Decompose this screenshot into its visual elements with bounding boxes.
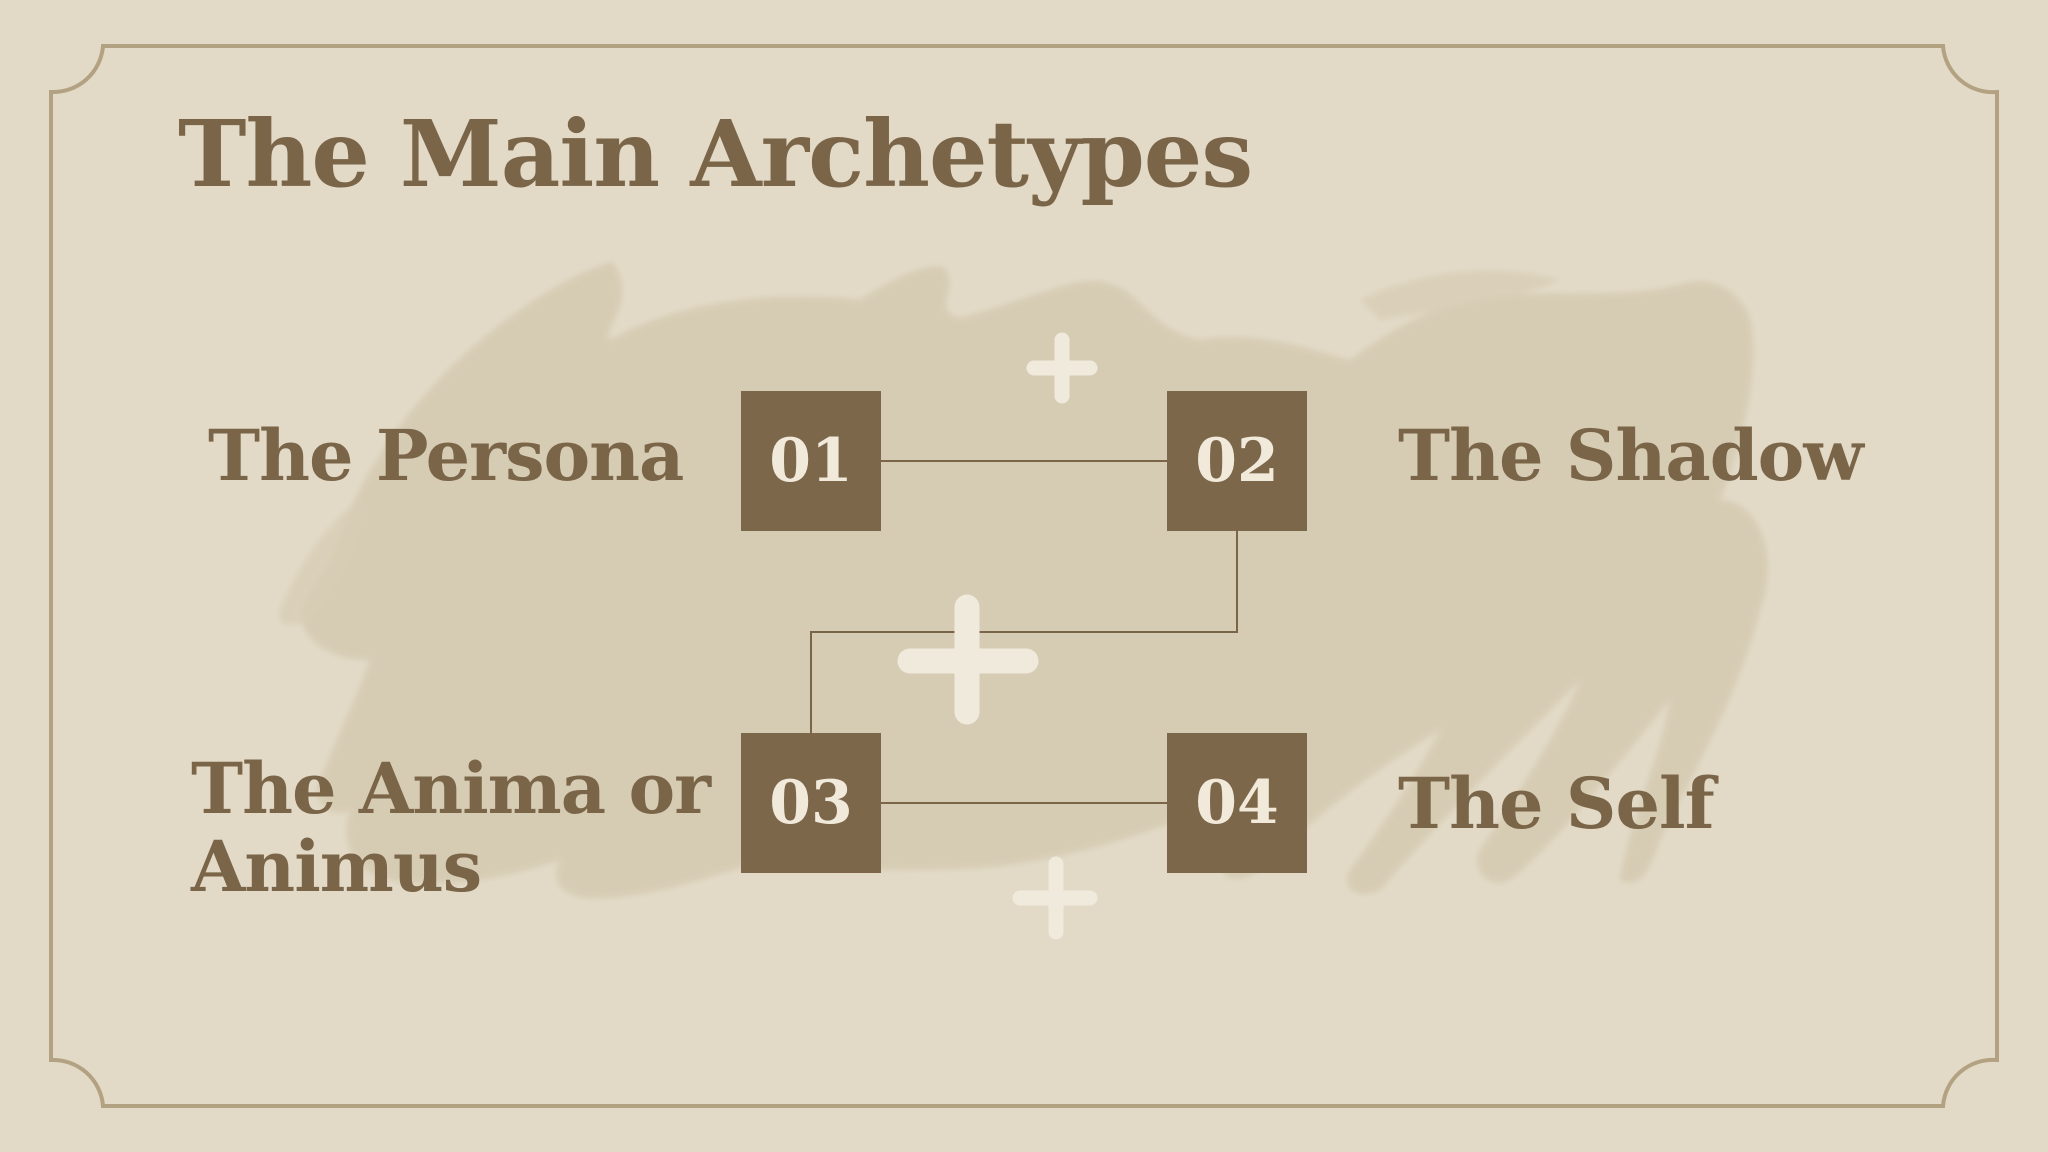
- slide-frame: [49, 44, 1999, 1108]
- number-label: 02: [1195, 426, 1279, 496]
- number-label: 04: [1195, 768, 1279, 838]
- archetype-label-persona: The Persona: [208, 414, 684, 497]
- archetype-label-shadow: The Shadow: [1398, 414, 1864, 497]
- brush-stroke: [279, 262, 1768, 899]
- number-label: 01: [769, 426, 853, 496]
- archetype-label-self: The Self: [1398, 762, 1715, 845]
- connector-02-03: [810, 531, 1238, 733]
- connector-lines: [810, 460, 1238, 804]
- archetype-label-anima-animus: The Anima or Animus: [191, 747, 711, 909]
- plus-icon: [1026, 332, 1098, 404]
- number-box-04: 04: [1167, 733, 1307, 873]
- number-label: 03: [769, 768, 853, 838]
- number-box-01: 01: [741, 391, 881, 531]
- plus-icon: [897, 594, 1039, 725]
- page-title: The Main Archetypes: [178, 100, 1253, 208]
- number-box-02: 02: [1167, 391, 1307, 531]
- plus-icon: [1012, 856, 1098, 940]
- number-box-03: 03: [741, 733, 881, 873]
